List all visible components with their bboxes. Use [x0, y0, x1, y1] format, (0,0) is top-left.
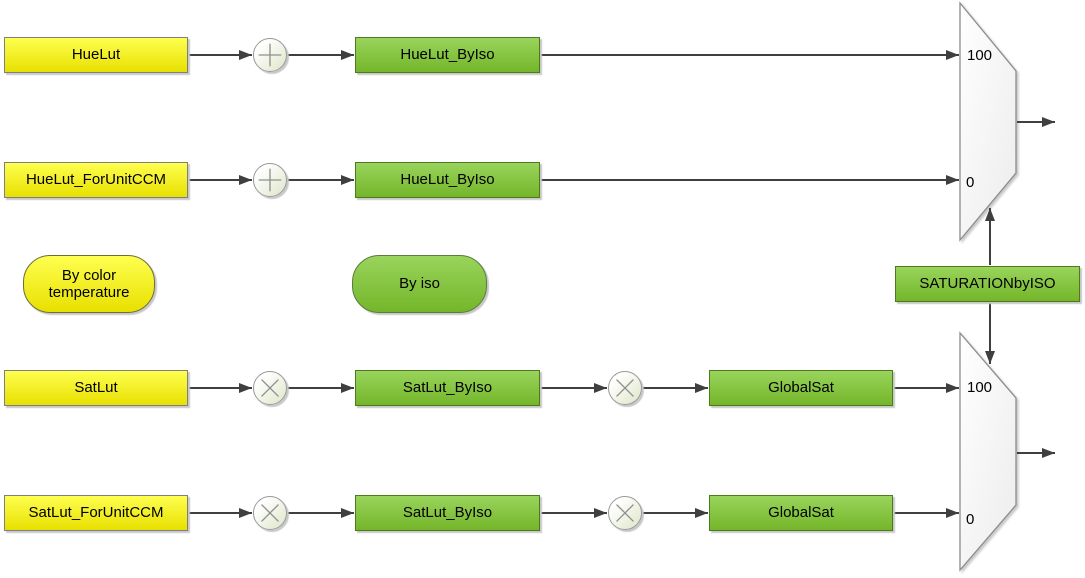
- multiply-operator: [608, 496, 642, 530]
- multiply-icon: [616, 379, 634, 397]
- mux-bottom-shape: [959, 331, 1017, 572]
- muxtop-input-high-label: 100: [967, 47, 993, 64]
- mux-top-shape: [959, 1, 1017, 242]
- multiply-icon: [261, 504, 279, 522]
- node-saturation-by-iso: SATURATIONbyISO: [895, 266, 1080, 302]
- multiply-operator: [253, 371, 287, 405]
- node-satlut: SatLut: [4, 370, 188, 406]
- node-satlut-forunitccm: SatLut_ForUnitCCM: [4, 495, 188, 531]
- plus-icon: [258, 43, 282, 67]
- node-huelut: HueLut: [4, 37, 188, 73]
- node-globalsat-top: GlobalSat: [709, 370, 893, 406]
- add-operator: [253, 38, 287, 72]
- add-operator: [253, 163, 287, 197]
- multiply-icon: [616, 504, 634, 522]
- node-satlut-byiso-top: SatLut_ByIso: [355, 370, 540, 406]
- multiply-icon: [261, 379, 279, 397]
- muxbottom-input-high-label: 100: [967, 379, 993, 396]
- multiply-operator: [608, 371, 642, 405]
- node-huelut-byiso-top: HueLut_ByIso: [355, 37, 540, 73]
- legend-by-iso: By iso: [352, 255, 487, 313]
- muxtop-input-low-label: 0: [966, 174, 975, 191]
- multiply-operator: [253, 496, 287, 530]
- node-satlut-byiso-bottom: SatLut_ByIso: [355, 495, 540, 531]
- legend-by-color-temperature: By color temperature: [23, 255, 155, 313]
- plus-icon: [258, 168, 282, 192]
- node-huelut-forunitccm: HueLut_ForUnitCCM: [4, 162, 188, 198]
- node-globalsat-bottom: GlobalSat: [709, 495, 893, 531]
- node-huelut-byiso-bottom: HueLut_ByIso: [355, 162, 540, 198]
- muxbottom-input-low-label: 0: [966, 511, 975, 528]
